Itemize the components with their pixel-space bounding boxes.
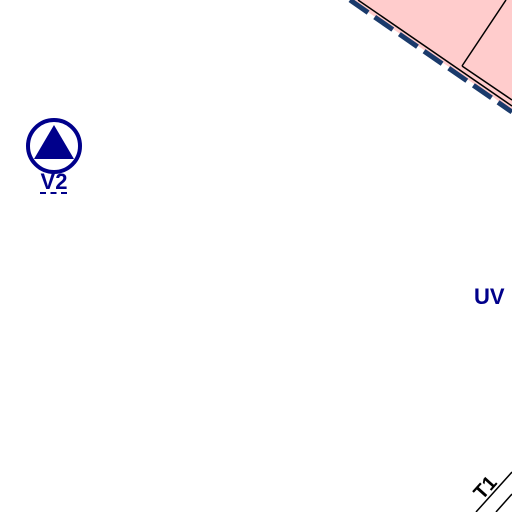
triangle-in-circle-icon	[26, 118, 82, 174]
marker-label: V2	[40, 169, 68, 194]
marker-triangle	[34, 125, 74, 159]
road-edge-line	[495, 493, 512, 512]
parcel-divider-line	[461, 0, 507, 67]
map-marker-v2[interactable]: V2	[24, 116, 84, 200]
zone-boundary-dashed	[348, 0, 512, 115]
parcel-divider-line	[461, 65, 512, 101]
road-edge-line	[475, 471, 512, 512]
zone-boundary-line	[357, 0, 512, 107]
zone-label: UV	[474, 284, 505, 309]
